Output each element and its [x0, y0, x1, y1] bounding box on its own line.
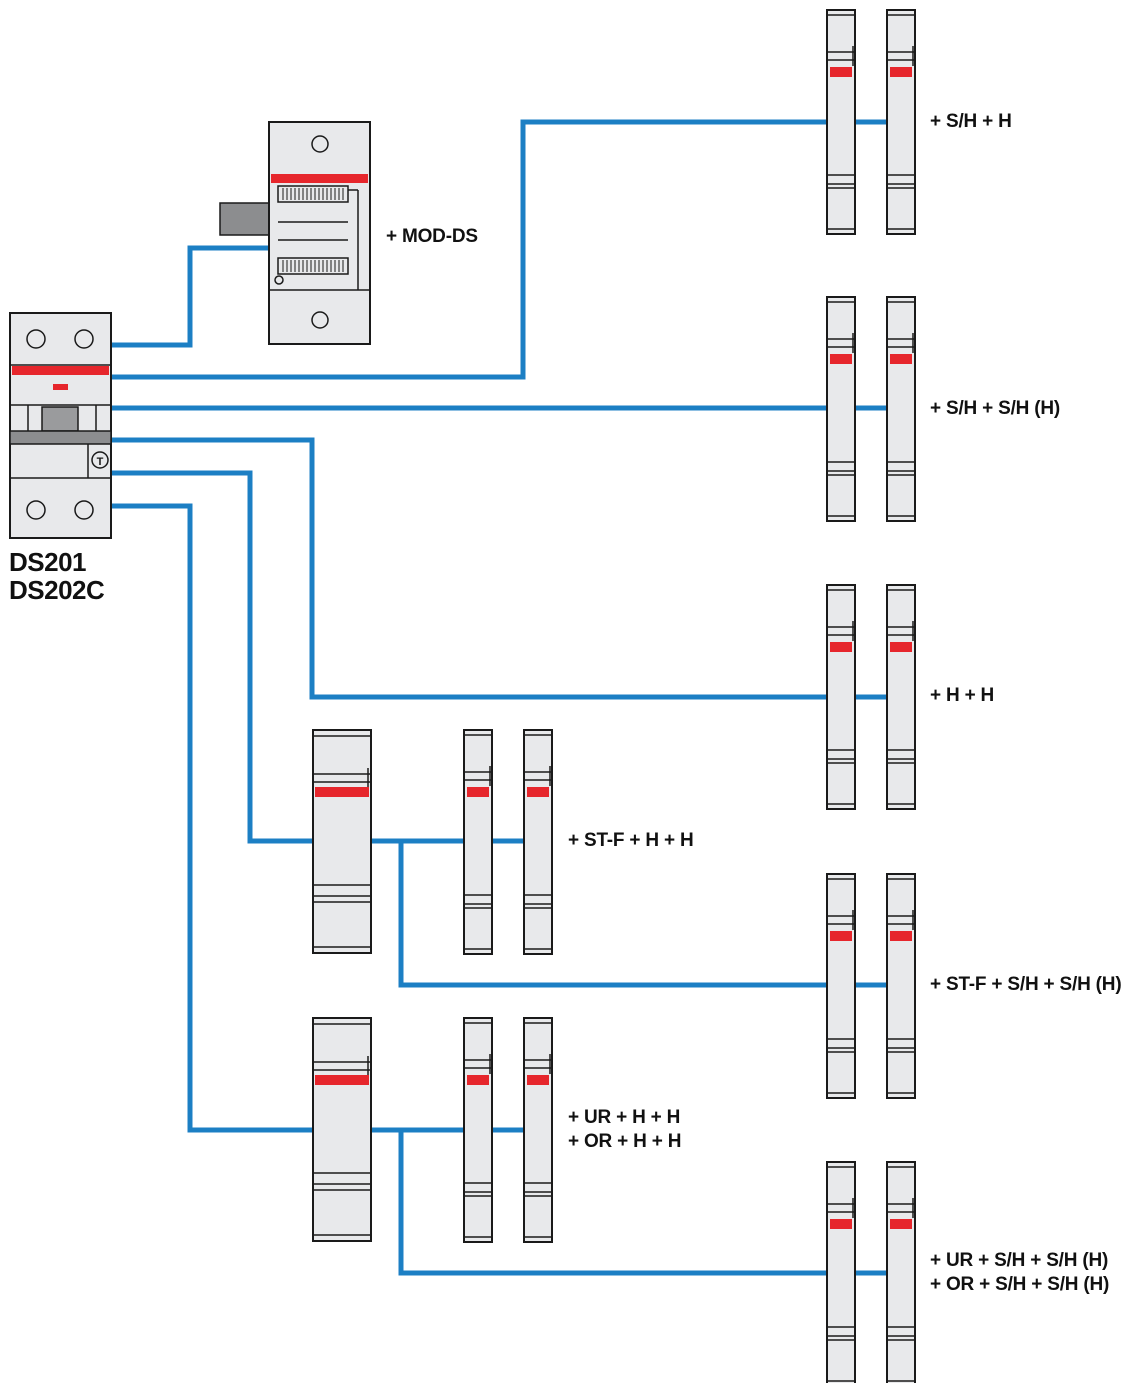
aux-stf-h-2	[523, 729, 553, 955]
st-f-shunt-trip	[312, 729, 372, 954]
terminal-screw-top-right	[74, 329, 94, 349]
aux-ur-sh-2-indicator	[890, 1219, 912, 1229]
terminal-screw-bottom-right	[74, 500, 94, 520]
label-ur-or-h-h: + UR + H + H + OR + H + H	[568, 1106, 681, 1154]
wire-stf	[111, 470, 314, 844]
aux-sh-shh-1-indicator	[830, 354, 852, 364]
test-button-glyph: T	[97, 456, 104, 468]
wire-ur-sh	[398, 1130, 828, 1276]
toggle-lever	[41, 406, 79, 432]
wire-ur	[111, 503, 314, 1133]
aux-sh-h-1-indicator	[830, 67, 852, 77]
aux-ur-sh-2	[886, 1161, 916, 1387]
mod-ds-lever	[219, 202, 271, 236]
ur-or-release-indicator	[315, 1075, 369, 1085]
aux-ur-h-2	[523, 1017, 553, 1243]
st-f-shunt-trip-indicator	[315, 787, 369, 797]
aux-h-h-2-indicator	[890, 642, 912, 652]
aux-h-h-1	[826, 584, 856, 810]
aux-sh-shh-2-indicator	[890, 354, 912, 364]
wire-stf-sh	[398, 841, 828, 988]
breaker-red-band	[12, 366, 109, 375]
ds201-breaker: T	[9, 312, 112, 539]
label-or-h-h: + OR + H + H	[568, 1131, 682, 1152]
label-h-h: + H + H	[930, 685, 995, 706]
label-or-sh-shh: + OR + S/H + S/H (H)	[930, 1274, 1110, 1295]
aux-ur-sh-1-indicator	[830, 1219, 852, 1229]
wire-sh-h	[111, 119, 828, 380]
aux-stf-sh-2	[886, 873, 916, 1099]
label-stf-sh-shh: + ST-F + S/H + S/H (H)	[930, 974, 1122, 995]
mod-ds-housing	[268, 121, 371, 345]
aux-h-h-2	[886, 584, 916, 810]
wire-h-h	[111, 437, 828, 700]
label-ur-h-h: + UR + H + H	[568, 1107, 681, 1128]
mod-ds-screw-top	[311, 135, 329, 153]
test-button-icon	[91, 451, 109, 469]
aux-sh-h-1	[826, 9, 856, 235]
mod-ds-red-band	[271, 174, 368, 183]
wire-mod-ds	[111, 245, 270, 348]
aux-ur-h-1-indicator	[467, 1075, 489, 1085]
aux-stf-h-1-indicator	[467, 787, 489, 797]
breaker-middle-band	[9, 430, 112, 445]
aux-stf-h-2-indicator	[527, 787, 549, 797]
ur-or-release	[312, 1017, 372, 1242]
aux-ur-h-2-indicator	[527, 1075, 549, 1085]
aux-ur-sh-1	[826, 1161, 856, 1387]
release-units	[312, 729, 372, 1242]
label-mod-ds: + MOD-DS	[386, 226, 478, 247]
label-sh-h: + S/H + H	[930, 111, 1012, 132]
main-device-label-line2: DS202C	[9, 575, 105, 605]
connection-wires	[111, 119, 888, 1276]
label-ur-sh-shh: + UR + S/H + S/H (H)	[930, 1250, 1109, 1271]
aux-stf-sh-2-indicator	[890, 931, 912, 941]
aux-stf-h-1	[463, 729, 493, 955]
label-stf-h-h: + ST-F + H + H	[568, 830, 694, 851]
aux-sh-shh-1	[826, 296, 856, 522]
aux-sh-h-2	[886, 9, 916, 235]
aux-stf-sh-1	[826, 873, 856, 1099]
auxiliary-contact-units	[463, 9, 916, 1387]
terminal-screw-bottom-left	[26, 500, 46, 520]
label-sh-shh: + S/H + S/H (H)	[930, 398, 1061, 419]
main-device-label: DS201 DS202C	[9, 547, 105, 605]
aux-sh-h-2-indicator	[890, 67, 912, 77]
aux-sh-shh-2	[886, 296, 916, 522]
mod-ds-screw-bottom	[311, 311, 329, 329]
aux-h-h-1-indicator	[830, 642, 852, 652]
main-device-label-line1: DS201	[9, 547, 87, 577]
terminal-screw-top-left	[26, 329, 46, 349]
mod-ds-module	[219, 121, 371, 345]
aux-ur-h-1	[463, 1017, 493, 1243]
aux-stf-sh-1-indicator	[830, 931, 852, 941]
label-ur-or-sh-shh: + UR + S/H + S/H (H) + OR + S/H + S/H (H…	[930, 1249, 1109, 1297]
trip-indicator	[53, 384, 68, 390]
